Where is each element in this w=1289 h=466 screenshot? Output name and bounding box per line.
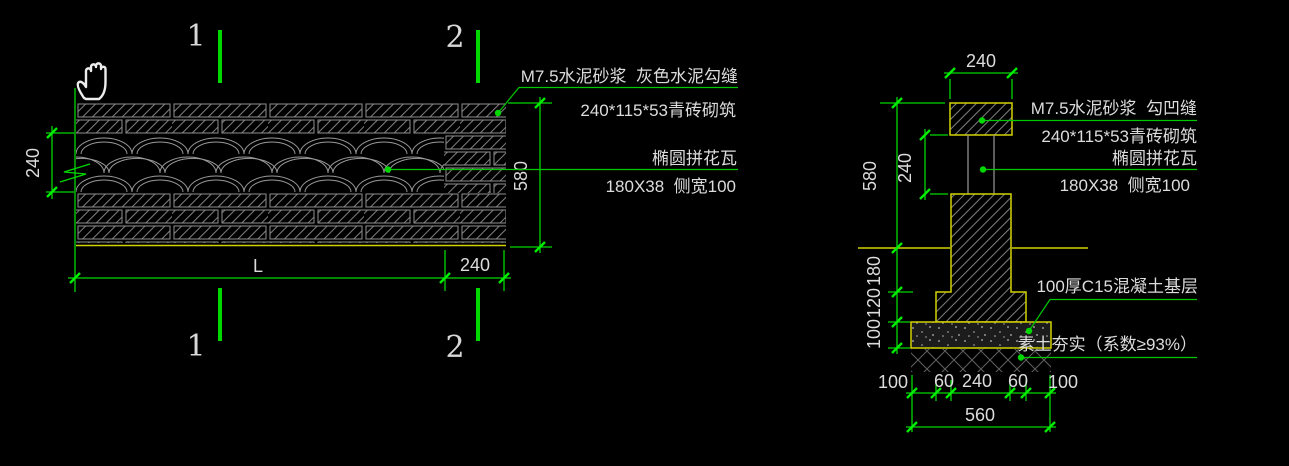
note-tile-section: 椭圆拼花瓦 (1112, 149, 1197, 168)
leader-dot-cap (978, 117, 986, 124)
dim-section-bottom: 100 60 240 60 100 560 (878, 371, 1078, 433)
dim-elevation-bottom: L 240 (68, 250, 511, 291)
section-line-2-top (476, 30, 480, 83)
dim-label-b60-left: 60 (934, 371, 954, 391)
dim-label-580-elevation: 580 (511, 161, 531, 191)
note-soil: 素土夯实（系数≥93%） (1018, 335, 1197, 354)
note-mortar-elevation: M7.5水泥砂浆 灰色水泥勾缝 (521, 67, 738, 86)
elevation-tile-field (76, 135, 444, 193)
dim-label-tile-240: 240 (895, 153, 915, 183)
dim-label-120: 120 (864, 288, 884, 318)
elevation-brick-bottom (76, 193, 506, 243)
dim-label-580-section: 580 (860, 161, 880, 191)
pan-hand-cursor-icon (76, 62, 107, 101)
dim-label-240-left: 240 (23, 148, 43, 178)
note-tile-elevation: 椭圆拼花瓦 (652, 149, 737, 168)
section-view: 240 580 180 120 100 240 (858, 51, 1198, 433)
dim-label-b100-left: 100 (878, 372, 908, 392)
dim-label-L: L (253, 256, 263, 276)
dim-label-240-bottom: 240 (460, 255, 490, 275)
note-tile-size-section: 180X38 侧宽100 (1060, 176, 1190, 195)
marker-1-top: 1 (186, 19, 205, 54)
break-symbol (59, 163, 91, 183)
dim-label-b60-right: 60 (1008, 371, 1028, 391)
leader-dot-soil (1017, 354, 1025, 361)
elevation-end-pier (444, 135, 506, 193)
marker-1-bottom: 1 (186, 329, 205, 364)
note-brick-section: 240*115*53青砖砌筑 (1041, 127, 1197, 146)
dim-section-vertical-chain: 580 180 120 100 (860, 97, 945, 354)
section-markers: 1 2 1 2 (186, 19, 480, 365)
dim-label-b240: 240 (962, 371, 992, 391)
dim-elevation-right-580: 580 (508, 97, 552, 253)
dim-label-560: 560 (965, 405, 995, 425)
note-concrete: 100厚C15混凝土基层 (1036, 277, 1198, 296)
note-mortar-section: M7.5水泥砂浆 勾凹缝 (1031, 99, 1197, 118)
leader-dot-brick (494, 109, 502, 117)
note-tile-size-elevation: 180X38 侧宽100 (606, 177, 736, 196)
section-earth-hatch (911, 349, 1051, 372)
dim-label-cap-240: 240 (966, 51, 996, 71)
section-annotations: M7.5水泥砂浆 勾凹缝 240*115*53青砖砌筑 椭圆拼花瓦 180X38… (978, 99, 1198, 361)
dim-section-tile-240: 240 (895, 129, 948, 200)
note-brick-elevation: 240*115*53青砖砌筑 (580, 101, 736, 120)
dim-label-100-base: 100 (864, 319, 884, 349)
leader-dot-concrete (1025, 327, 1033, 335)
dim-section-cap-240: 240 (944, 51, 1018, 99)
marker-2-bottom: 2 (445, 330, 464, 365)
section-line-2-bottom (476, 288, 480, 341)
leader-dot-tile (384, 166, 392, 173)
section-line-1-bottom (218, 288, 222, 341)
elevation-annotations: M7.5水泥砂浆 灰色水泥勾缝 240*115*53青砖砌筑 椭圆拼花瓦 180… (384, 67, 738, 196)
dim-label-b100-right: 100 (1048, 372, 1078, 392)
elevation-view: 240 580 L 240 1 2 (23, 19, 738, 365)
marker-2-top: 2 (445, 20, 464, 55)
section-line-1-top (218, 30, 222, 83)
elevation-brick-top (76, 103, 506, 135)
section-concrete-base (910, 321, 1052, 349)
leader-dot-tile-section (979, 166, 987, 173)
section-wall-body (935, 193, 1027, 323)
dim-elevation-left-240: 240 (23, 126, 74, 199)
dim-label-180: 180 (864, 256, 884, 286)
